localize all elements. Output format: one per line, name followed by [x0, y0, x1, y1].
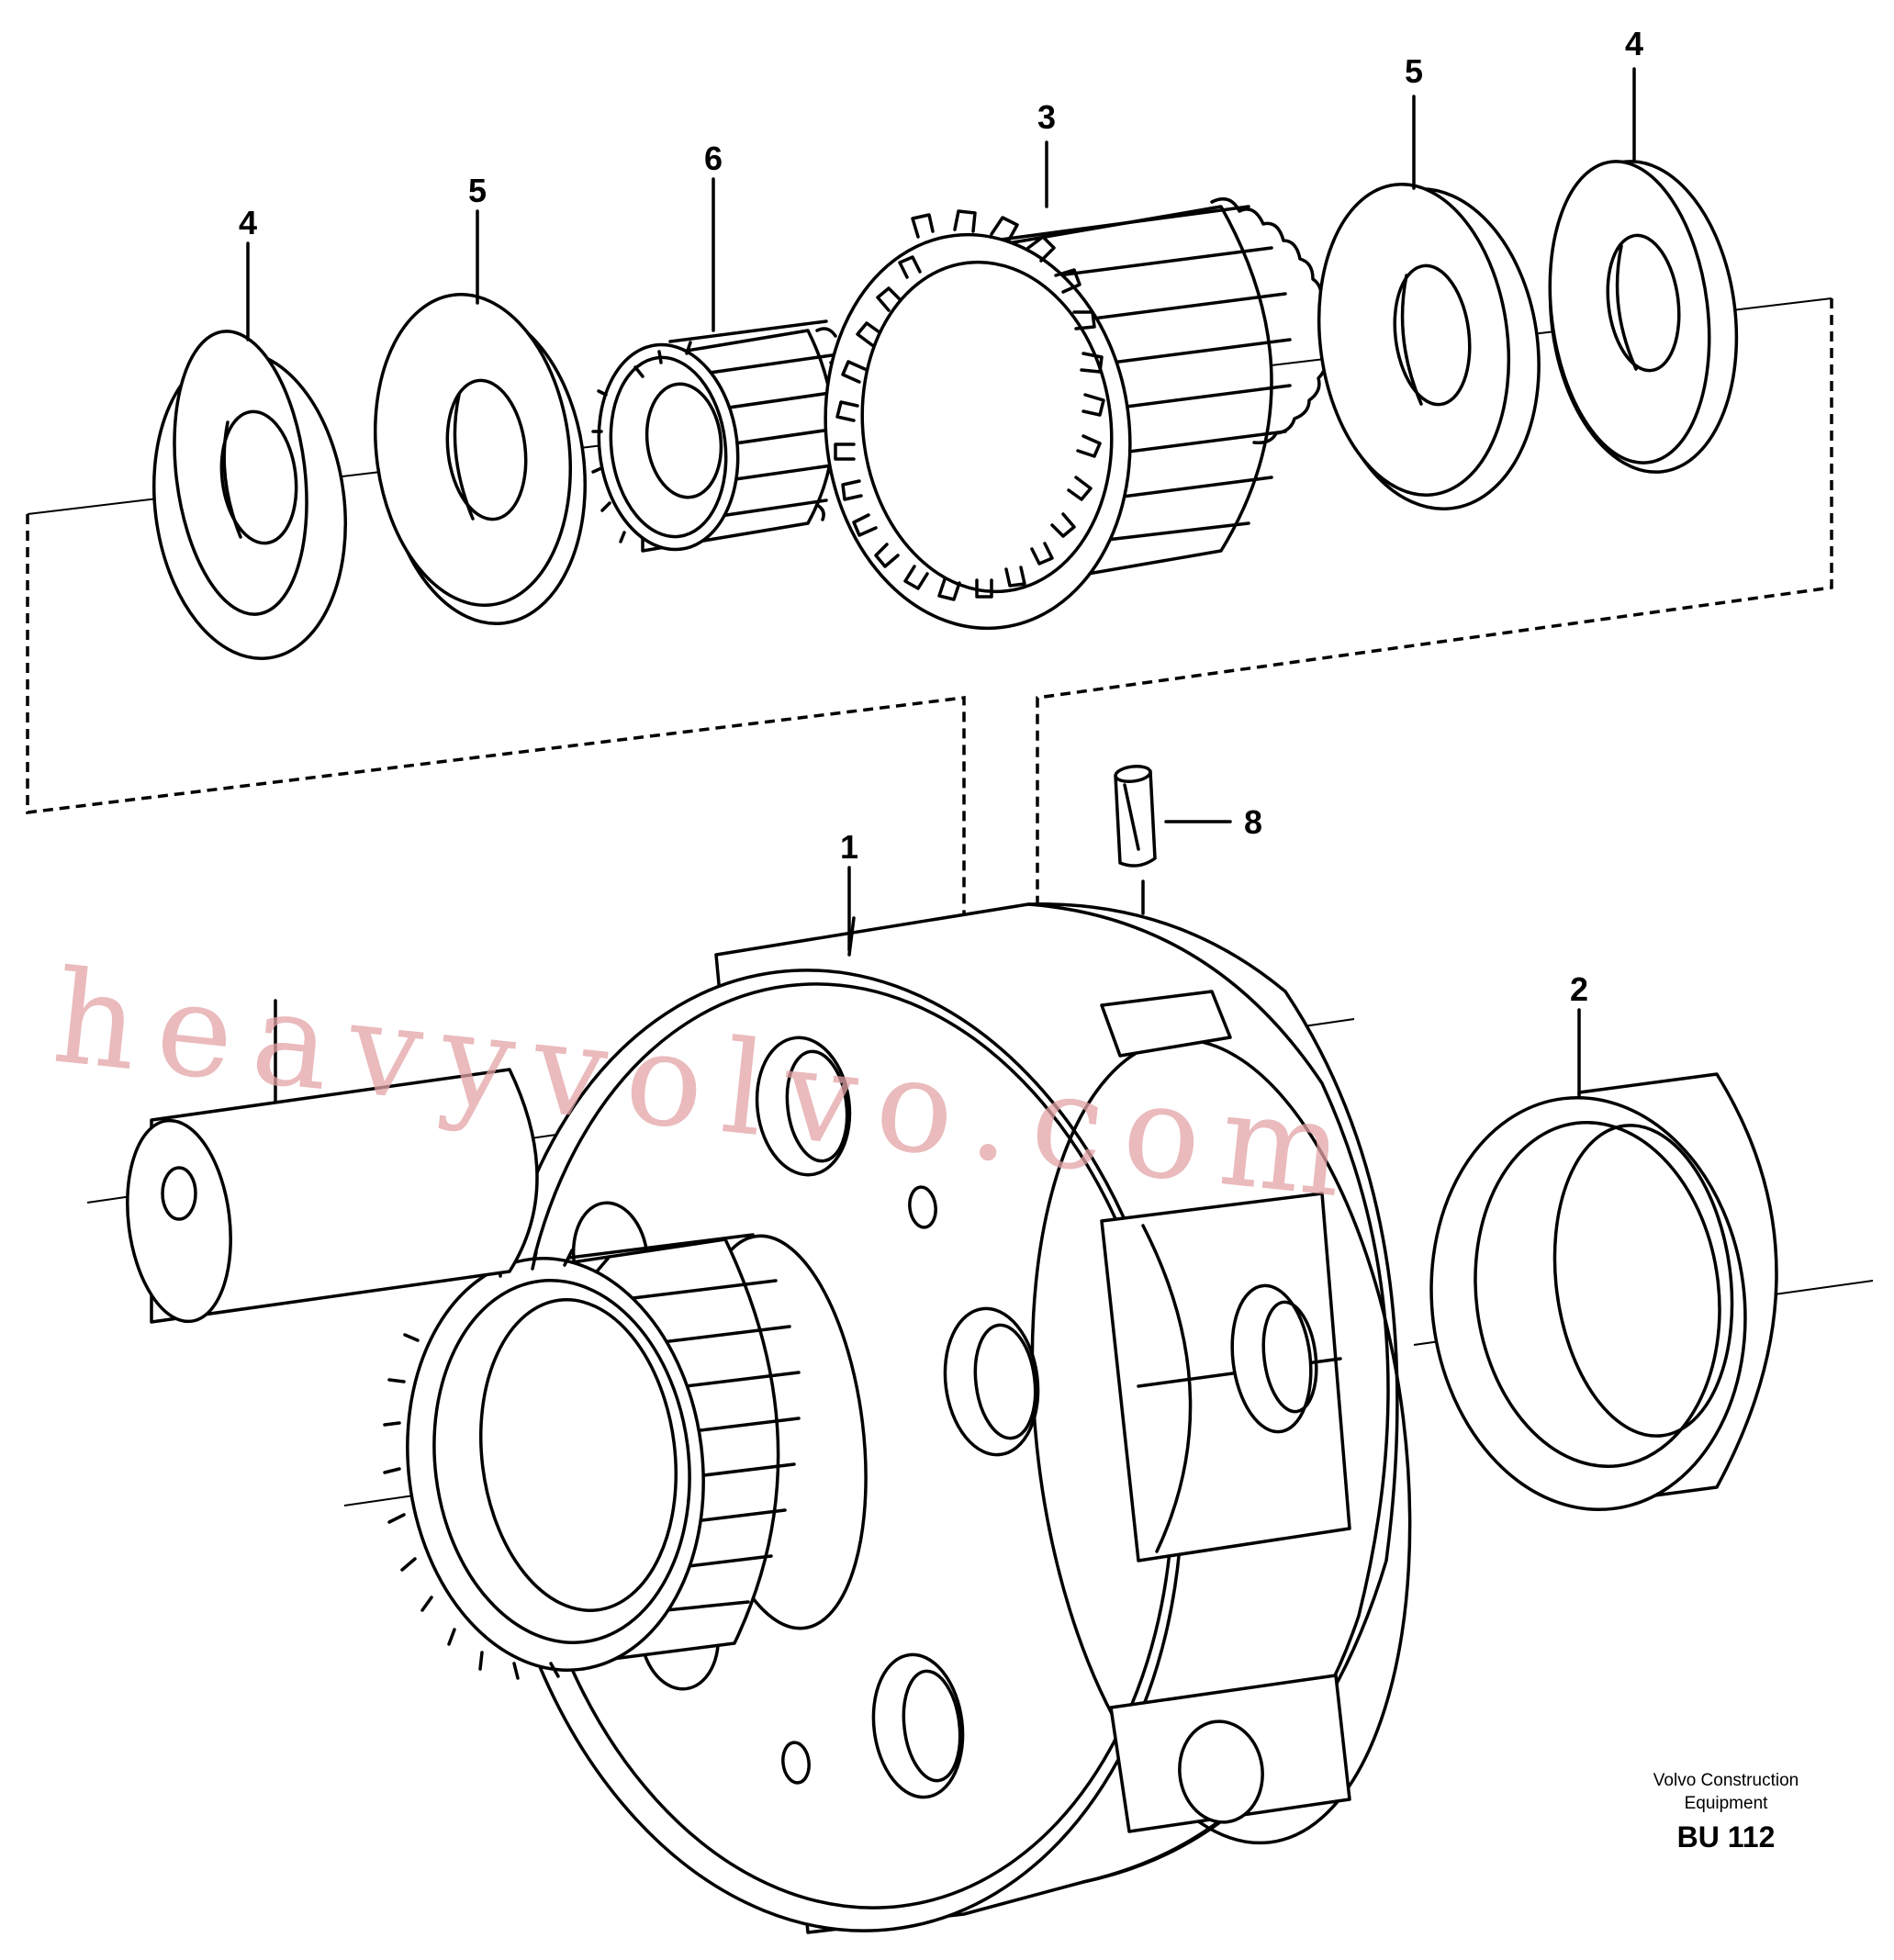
- leader-lines: [246, 67, 1636, 1094]
- splined-sleeve: [591, 319, 856, 553]
- thrust-washer-left: [151, 330, 348, 660]
- callout-5-right: 5: [1405, 52, 1423, 90]
- callout-6: 6: [704, 140, 723, 177]
- dowel-pin: [1114, 764, 1157, 915]
- splined-hub: [383, 1233, 801, 1680]
- thrust-washer-right: [1548, 160, 1739, 474]
- callout-4-right: 4: [1625, 25, 1643, 62]
- callout-8: 8: [1244, 803, 1262, 841]
- callout-1: 1: [840, 828, 858, 866]
- planet-carrier: [487, 902, 1412, 1934]
- washer-right: [1317, 183, 1541, 511]
- washer-left: [373, 293, 587, 625]
- callout-4-left: 4: [239, 204, 257, 241]
- large-gear: [824, 196, 1330, 631]
- bearing-ring: [1429, 1072, 1778, 1512]
- illustration-code: BU 112: [1677, 1820, 1776, 1854]
- company-name-line1: Volvo Construction: [1653, 1771, 1799, 1790]
- company-name-line2: Equipment: [1685, 1794, 1769, 1813]
- footer-block: Volvo Construction Equipment BU 112: [1653, 1771, 1799, 1854]
- callout-5-left: 5: [468, 172, 487, 209]
- callout-3: 3: [1037, 98, 1056, 136]
- callout-2: 2: [1570, 970, 1588, 1008]
- planet-shaft: [126, 999, 539, 1324]
- callouts: 4 5 6 3 5 4 1 8 2: [239, 25, 1643, 1008]
